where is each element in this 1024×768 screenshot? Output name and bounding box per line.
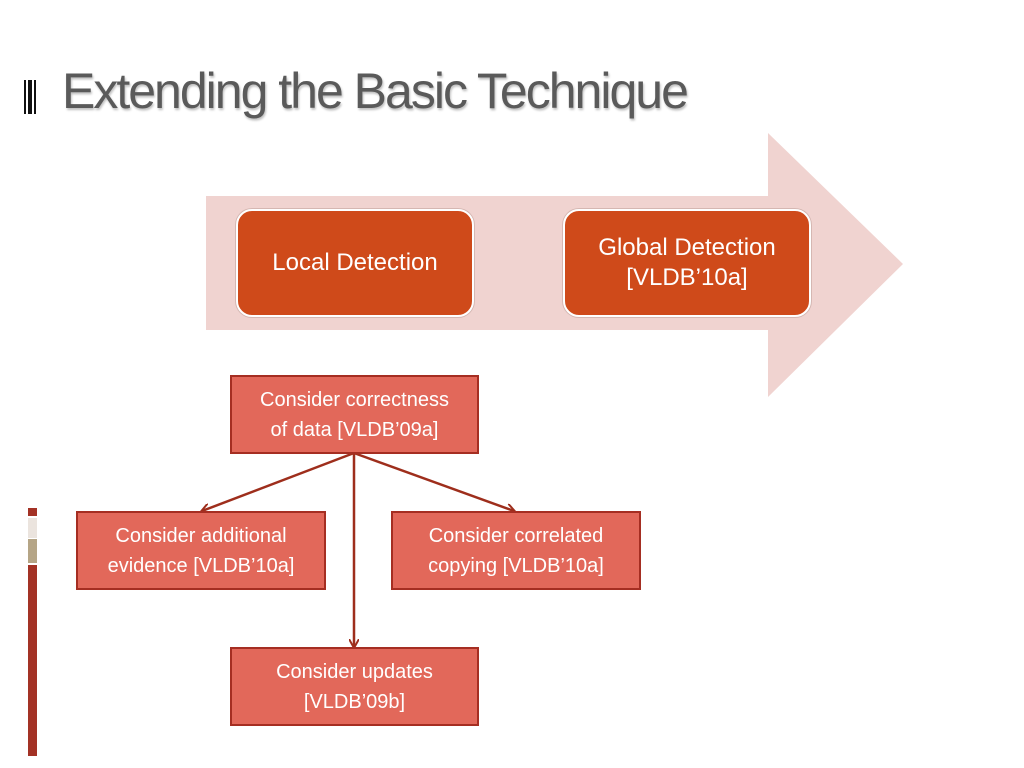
slide-title: Extending the Basic Technique	[62, 63, 689, 119]
connector-to-right	[353, 451, 514, 511]
side-decor-top-segment	[28, 508, 37, 516]
tree-node-updates-label: Consider updates [VLDB’09b]	[276, 660, 433, 713]
stage-global-detection: Global Detection [VLDB’10a]	[563, 209, 811, 317]
tree-node-correctness: Consider correctness of data [VLDB’09a]	[230, 375, 479, 454]
side-decor-tan-segment	[28, 539, 37, 563]
stage-local-detection: Local Detection	[236, 209, 474, 317]
tree-node-updates: Consider updates [VLDB’09b]	[230, 647, 479, 726]
side-decor-light-segment	[28, 518, 37, 538]
process-arrow-shape	[206, 133, 903, 397]
title-bullet-icon	[24, 80, 38, 114]
stage-global-detection-label: Global Detection [VLDB’10a]	[598, 234, 776, 291]
tree-node-correlated-copying: Consider correlated copying [VLDB’10a]	[391, 511, 641, 590]
tree-node-additional-evidence: Consider additional evidence [VLDB’10a]	[76, 511, 326, 590]
side-decor-long-segment	[28, 565, 37, 756]
tree-node-additional-evidence-label: Consider additional evidence [VLDB’10a]	[107, 524, 295, 577]
connector-to-left	[202, 451, 355, 511]
tree-node-correlated-copying-label: Consider correlated copying [VLDB’10a]	[428, 524, 604, 577]
stage-local-detection-label: Local Detection	[272, 249, 438, 276]
tree-node-correctness-label: Consider correctness of data [VLDB’09a]	[260, 388, 449, 441]
side-decoration-bar	[28, 508, 37, 756]
